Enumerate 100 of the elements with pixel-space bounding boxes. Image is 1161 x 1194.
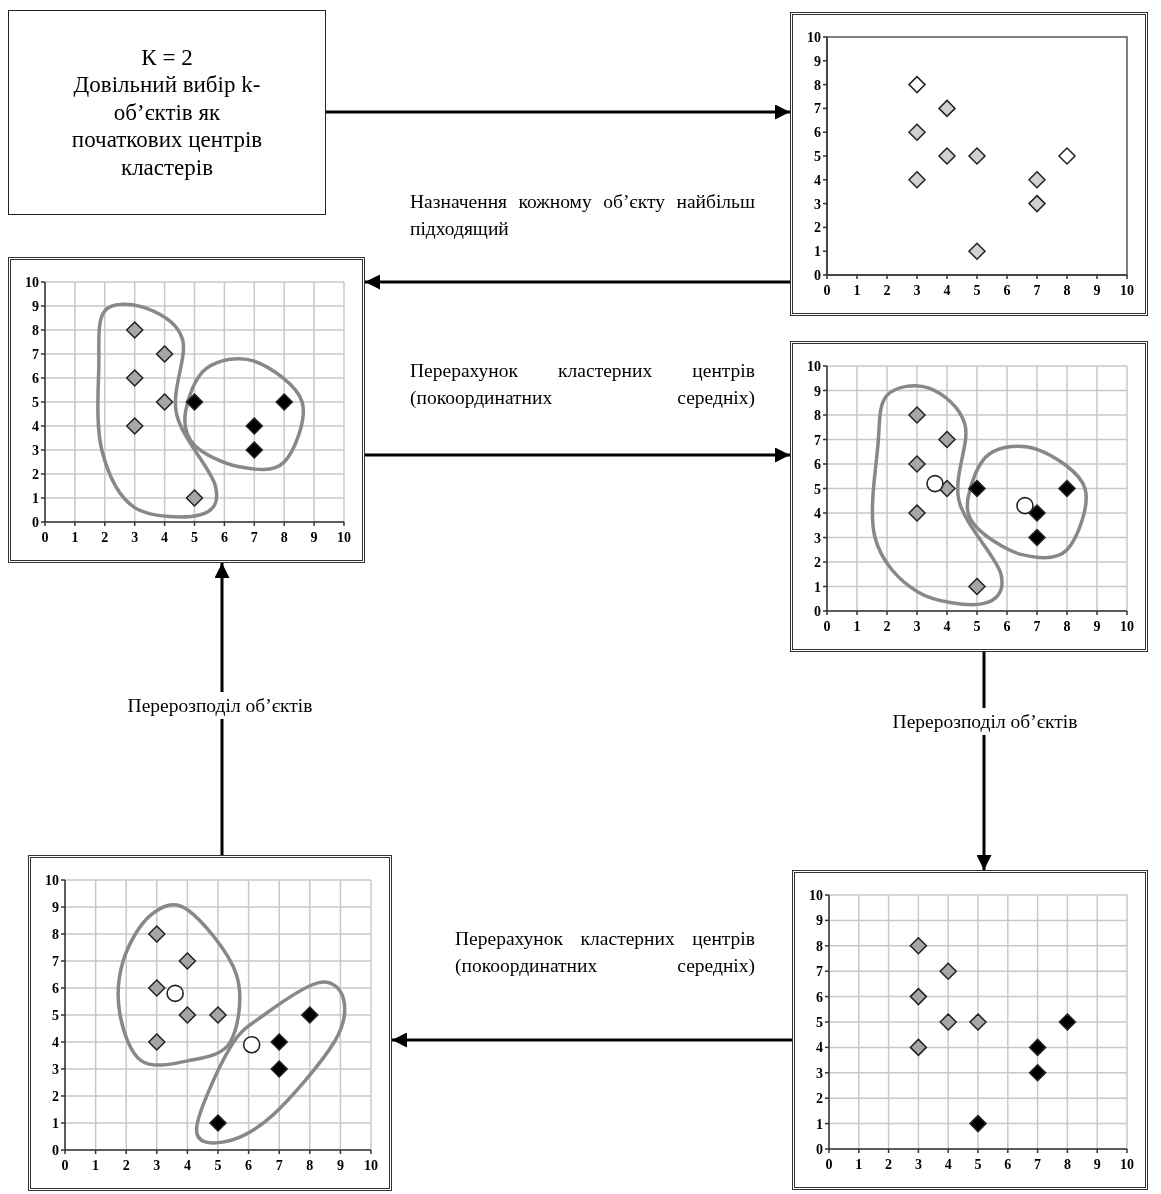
scatter-plot-panel: [790, 12, 1148, 316]
tick-label: 6: [1004, 1157, 1012, 1172]
tick-label: 5: [32, 395, 39, 410]
tick-label: 7: [52, 954, 59, 969]
tick-label: 5: [191, 530, 198, 545]
tick-label: 7: [275, 1158, 283, 1173]
tick-label: 6: [816, 989, 823, 1005]
tick-label: 1: [71, 530, 79, 545]
tick-label: 4: [814, 172, 821, 188]
tick-label: 10: [25, 275, 39, 290]
tick-label: 4: [183, 1158, 191, 1173]
tick-label: 7: [814, 101, 821, 117]
tick-label: 6: [814, 125, 821, 141]
tick-label: 4: [161, 530, 169, 545]
tick-label: 6: [245, 1158, 253, 1173]
tick-label: 1: [853, 283, 861, 298]
scatter-plot-panel: [790, 341, 1148, 652]
tick-label: 10: [807, 359, 821, 374]
tick-label: 0: [823, 283, 831, 298]
tick-label: 8: [816, 938, 823, 954]
tick-label: 8: [1063, 619, 1071, 634]
tick-label: 1: [92, 1158, 100, 1173]
node-text: Довільний вибір k- об’єктів як початкових центрів кластерів: [70, 71, 264, 182]
scatter-plot-panel: [8, 257, 365, 563]
tick-label: 4: [943, 283, 951, 298]
tick-label: 7: [250, 530, 258, 545]
tick-label: 2: [814, 220, 821, 236]
arrow: [365, 274, 790, 290]
tick-label: 2: [101, 530, 109, 545]
tick-label: 6: [32, 371, 39, 386]
tick-label: 10: [337, 530, 351, 545]
tick-label: 5: [816, 1015, 823, 1030]
tick-label: 3: [814, 196, 821, 212]
tick-label: 10: [807, 30, 821, 45]
arrow: [214, 563, 230, 855]
tick-label: 10: [45, 873, 59, 888]
tick-label: 9: [336, 1158, 344, 1173]
tick-label: 10: [364, 1158, 378, 1173]
tick-label: 2: [52, 1089, 59, 1104]
tick-label: 0: [814, 268, 821, 283]
tick-label: 0: [823, 619, 831, 634]
tick-label: 0: [825, 1157, 833, 1172]
arrow: [392, 1032, 792, 1048]
tick-label: 8: [1063, 283, 1071, 298]
scatter-plot-panel: [792, 870, 1148, 1190]
tick-label: 3: [816, 1065, 823, 1081]
tick-label: 2: [814, 555, 821, 570]
tick-label: 0: [814, 604, 821, 619]
tick-label: 5: [214, 1158, 222, 1173]
arrow: [326, 104, 790, 120]
tick-label: 0: [61, 1158, 69, 1173]
tick-label: 3: [814, 530, 821, 546]
tick-label: 9: [1093, 283, 1101, 298]
tick-label: 9: [1093, 619, 1101, 634]
tick-label: 7: [816, 964, 823, 980]
tick-label: 2: [816, 1091, 823, 1107]
tick-label: 1: [52, 1116, 59, 1131]
tick-label: 9: [1093, 1157, 1101, 1172]
tick-label: 9: [52, 900, 59, 915]
tick-label: 3: [131, 530, 139, 545]
tick-label: 8: [306, 1158, 314, 1173]
tick-label: 1: [816, 1116, 823, 1132]
tick-label: 8: [814, 408, 821, 423]
tick-label: 1: [814, 244, 821, 260]
tick-label: 0: [816, 1142, 823, 1157]
tick-label: 2: [883, 283, 891, 298]
tick-label: 0: [41, 530, 49, 545]
tick-label: 5: [973, 619, 981, 634]
tick-label: 3: [913, 619, 921, 634]
tick-label: 5: [814, 481, 821, 497]
tick-label: 2: [885, 1157, 893, 1172]
tick-label: 0: [32, 515, 39, 530]
tick-label: 8: [32, 323, 39, 338]
tick-label: 9: [816, 913, 823, 929]
tick-label: 2: [32, 467, 39, 482]
node-text: К = 2: [141, 43, 193, 72]
tick-label: 4: [816, 1040, 823, 1056]
tick-label: 2: [122, 1158, 130, 1173]
tick-label: 9: [814, 53, 821, 69]
tick-label: 6: [814, 457, 821, 472]
tick-label: 4: [32, 419, 39, 434]
tick-label: 4: [52, 1035, 59, 1050]
tick-label: 8: [814, 77, 821, 93]
tick-label: 5: [814, 149, 821, 164]
tick-label: 5: [973, 283, 981, 298]
tick-label: 7: [1033, 619, 1041, 634]
tick-label: 6: [1003, 283, 1011, 298]
arrow: [365, 447, 790, 463]
arrow: [976, 652, 992, 870]
tick-label: 6: [220, 530, 228, 545]
tick-label: 9: [814, 383, 821, 399]
tick-label: 10: [1120, 1157, 1134, 1172]
tick-label: 4: [944, 1157, 952, 1172]
text-box: [8, 10, 326, 215]
tick-label: 3: [32, 443, 39, 458]
scatter-plot-panel: [28, 855, 392, 1191]
tick-label: 9: [32, 299, 39, 314]
tick-label: 4: [943, 619, 951, 634]
tick-label: 7: [1033, 283, 1041, 298]
tick-label: 0: [52, 1143, 59, 1158]
